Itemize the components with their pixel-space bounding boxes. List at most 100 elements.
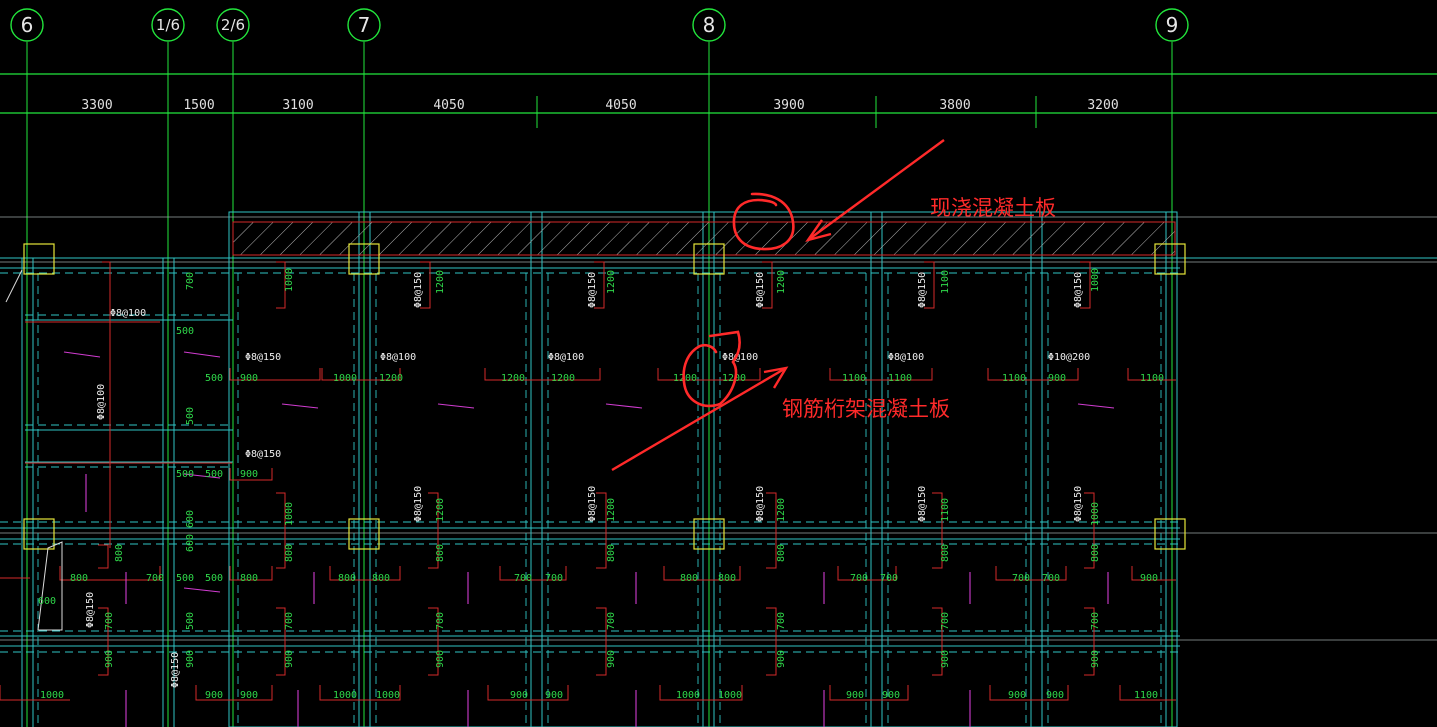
- span-dim: 4050: [433, 98, 464, 113]
- rebar-label: Φ8@150: [1073, 486, 1084, 522]
- len-text: 1000: [676, 690, 700, 701]
- len-text: 1000: [718, 690, 742, 701]
- len-text: 700: [146, 573, 164, 584]
- markup-arrows: [611, 139, 945, 472]
- len-text: 700: [284, 612, 295, 630]
- len-text: 900: [940, 650, 951, 668]
- annotation-truss-slab: 钢筋桁架混凝土板: [782, 397, 950, 421]
- len-text: 900: [435, 650, 446, 668]
- len-text: 700: [606, 612, 617, 630]
- axis-label-9: 9: [1166, 13, 1179, 37]
- rebar-label: Φ8@100: [96, 384, 107, 420]
- len-text: 1200: [673, 373, 697, 384]
- axis-label-6: 6: [21, 13, 34, 37]
- rebar-label: Φ8@150: [587, 272, 598, 308]
- span-dimensions: 3300 1500 3100 4050 4050 3900 3800 3200: [81, 98, 1118, 113]
- len-text: 1000: [376, 690, 400, 701]
- len-text: 900: [1090, 650, 1101, 668]
- len-text: 900: [545, 690, 563, 701]
- len-text: 900: [240, 690, 258, 701]
- axis-label-1-6: 1/6: [156, 16, 180, 34]
- rebar-label: Φ8@150: [85, 592, 96, 628]
- len-text: 900: [1046, 690, 1064, 701]
- len-text: 800: [114, 544, 125, 562]
- len-text: 1000: [284, 268, 295, 292]
- len-text: 800: [372, 573, 390, 584]
- len-text: 700: [185, 272, 196, 290]
- len-text: 800: [680, 573, 698, 584]
- len-text: 1200: [776, 498, 787, 522]
- len-text: 900: [846, 690, 864, 701]
- span-dim: 3300: [81, 98, 112, 113]
- len-text: 800: [776, 544, 787, 562]
- len-text: 800: [240, 573, 258, 584]
- len-text: 500: [176, 573, 194, 584]
- len-text: 500: [185, 407, 196, 425]
- len-text: 1200: [501, 373, 525, 384]
- rebar-label: Φ8@150: [1073, 272, 1084, 308]
- rebar-label: Φ10@200: [1048, 352, 1090, 363]
- len-text: 500: [205, 573, 223, 584]
- axis-label-8: 8: [703, 13, 716, 37]
- len-text: 500: [176, 469, 194, 480]
- rebar-lines: [0, 261, 1176, 701]
- len-text: 700: [1090, 612, 1101, 630]
- len-text: 900: [510, 690, 528, 701]
- rebar-label: Φ8@150: [413, 272, 424, 308]
- len-text: 900: [606, 650, 617, 668]
- len-text: 700: [940, 612, 951, 630]
- magenta-arrows: [63, 351, 1115, 727]
- len-text: 1000: [1090, 502, 1101, 526]
- rebar-label: Φ8@150: [755, 486, 766, 522]
- markup-circles: [682, 192, 795, 408]
- len-text: 1200: [379, 373, 403, 384]
- span-dim: 4050: [605, 98, 636, 113]
- rebar-label: Φ8@100: [548, 352, 584, 363]
- axis-bubble-8: 8: [692, 8, 726, 42]
- axis-bubble-1-6: 1/6: [151, 8, 185, 42]
- rebar-label: Φ8@150: [245, 352, 281, 363]
- span-dim: 3900: [773, 98, 804, 113]
- len-text: 1100: [940, 270, 951, 294]
- len-text: 500: [176, 326, 194, 337]
- rebar-spec-labels: Φ8@100 Φ8@150 Φ8@100 Φ8@100 Φ8@100 Φ8@10…: [85, 272, 1090, 688]
- len-text: 700: [435, 612, 446, 630]
- len-text: 700: [776, 612, 787, 630]
- len-text: 800: [606, 544, 617, 562]
- len-text: 800: [284, 544, 295, 562]
- len-text: 700: [514, 573, 532, 584]
- span-dim: 3100: [282, 98, 313, 113]
- axis-label-7: 7: [358, 13, 371, 37]
- len-text: 600: [185, 534, 196, 552]
- len-text: 800: [940, 544, 951, 562]
- rebar-lengths: 900 1000 1200 1200 1200 1200 1200 1100 1…: [38, 268, 1164, 701]
- len-text: 700: [880, 573, 898, 584]
- len-text: 800: [70, 573, 88, 584]
- len-text: 900: [1008, 690, 1026, 701]
- len-text: 500: [205, 469, 223, 480]
- len-text: 1100: [1134, 690, 1158, 701]
- len-text: 1100: [842, 373, 866, 384]
- cast-in-place-slab-hatch: [232, 221, 1176, 256]
- len-text: 800: [338, 573, 356, 584]
- rebar-label: Φ8@150: [587, 486, 598, 522]
- len-text: 900: [284, 650, 295, 668]
- rebar-label: Φ8@150: [170, 652, 181, 688]
- rebar-label: Φ8@100: [888, 352, 924, 363]
- span-dim: 3200: [1087, 98, 1118, 113]
- len-text: 700: [850, 573, 868, 584]
- len-text: 1100: [1140, 373, 1164, 384]
- len-text: 1200: [435, 270, 446, 294]
- rebar-label: Φ8@100: [380, 352, 416, 363]
- len-text: 1000: [333, 690, 357, 701]
- len-text: 1000: [333, 373, 357, 384]
- annotation-cast-in-place-slab: 现浇混凝土板: [930, 196, 1056, 220]
- axis-bubble-6: 6: [10, 8, 44, 42]
- len-text: 900: [240, 469, 258, 480]
- len-text: 1000: [40, 690, 64, 701]
- len-text: 1200: [606, 270, 617, 294]
- len-text: 800: [718, 573, 736, 584]
- axis-bubble-2-6: 2/6: [216, 8, 250, 42]
- span-dim: 1500: [183, 98, 214, 113]
